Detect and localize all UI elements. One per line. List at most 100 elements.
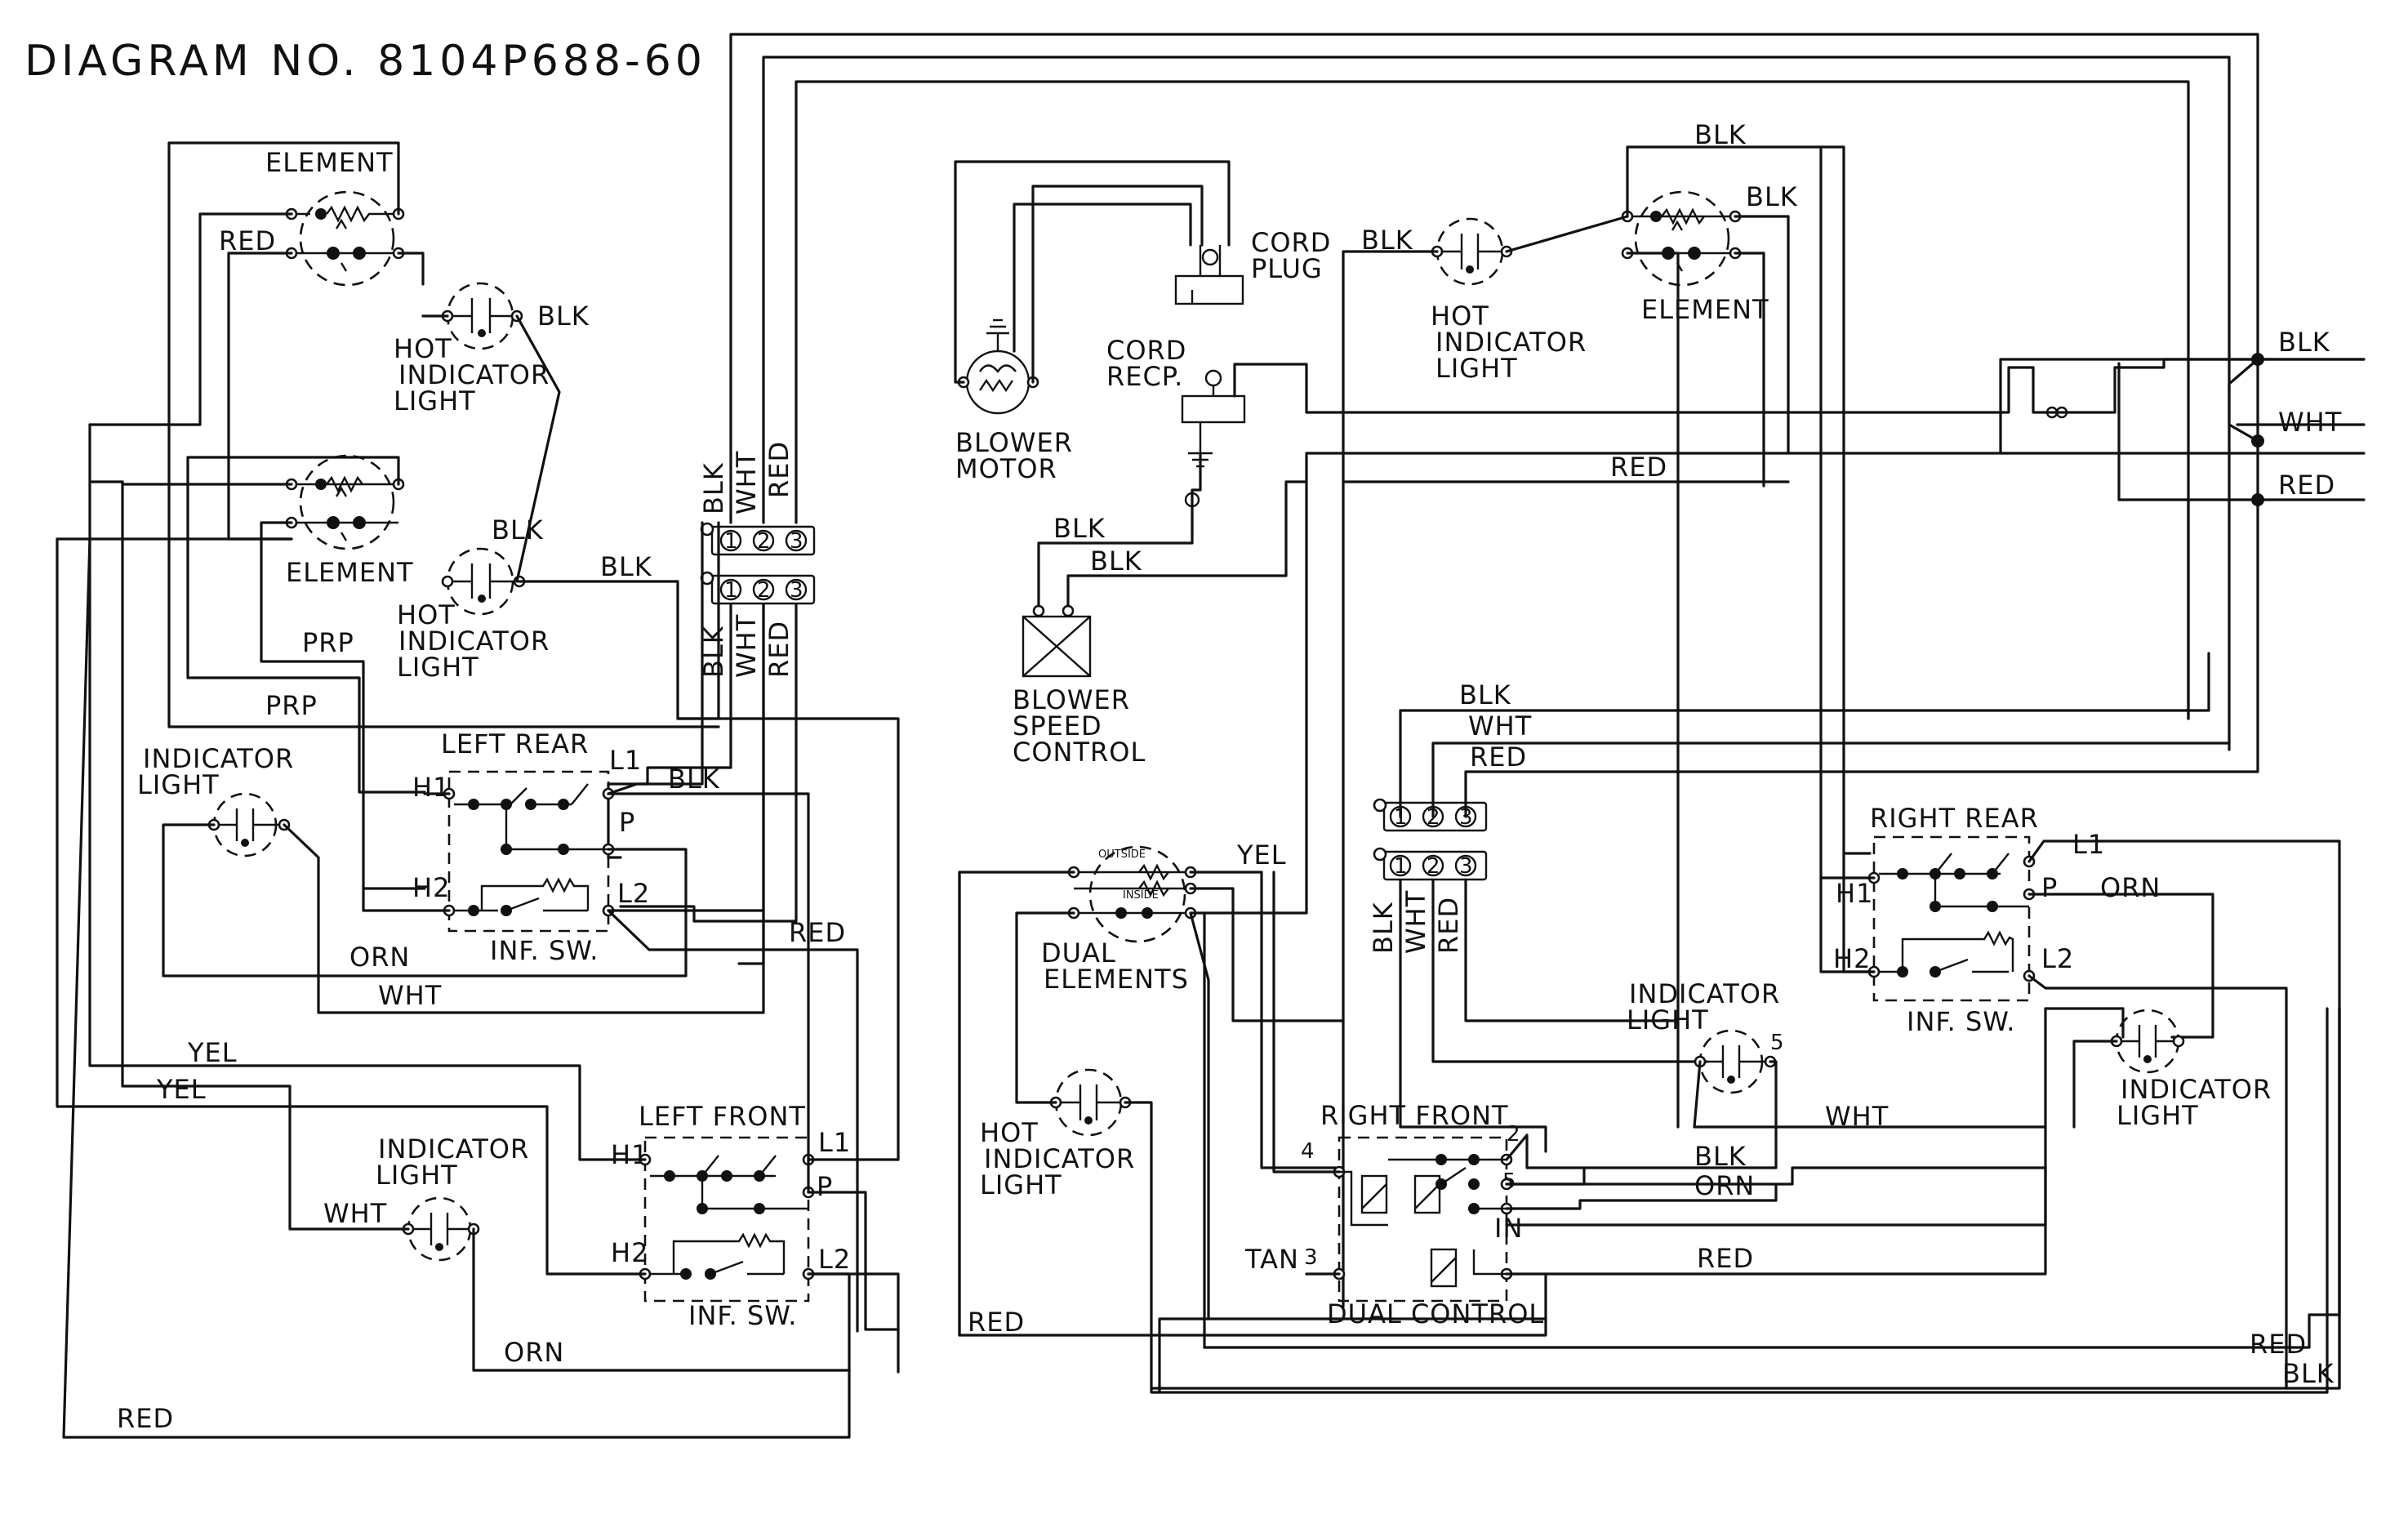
svg-text:INDICATOR: INDICATOR	[143, 743, 294, 774]
dual-element-wiring	[958, 480, 2341, 1394]
svg-text:INDICATOR: INDICATOR	[1629, 978, 1780, 1009]
svg-text:LIGHT: LIGHT	[2116, 1100, 2199, 1131]
svg-text:WHT: WHT	[1400, 890, 1431, 954]
svg-text:RECP.: RECP.	[1106, 361, 1183, 392]
svg-text:TAN: TAN	[1244, 1244, 1299, 1275]
svg-text:P: P	[2041, 872, 2058, 903]
svg-text:MOTOR: MOTOR	[955, 453, 1057, 484]
svg-text:LIGHT: LIGHT	[394, 385, 476, 416]
cord-plug: CORD PLUG	[1174, 227, 1331, 305]
svg-text:OUTSIDE: OUTSIDE	[1098, 848, 1146, 861]
left-rear-hot-blk: BLK	[537, 301, 590, 332]
svg-text:WHT: WHT	[731, 614, 762, 678]
svg-text:RED: RED	[117, 1403, 174, 1434]
svg-text:IN: IN	[1494, 1213, 1523, 1244]
svg-text:L2: L2	[818, 1244, 851, 1275]
svg-text:ORN: ORN	[1694, 1170, 1755, 1201]
svg-text:RED: RED	[789, 917, 846, 948]
svg-text:BLK: BLK	[2278, 327, 2330, 358]
left-wire-labels: PRP PRP BLK ORN WHT RED YEL YEL ORN RED	[117, 627, 846, 1434]
right-lower-wiring	[1158, 871, 2329, 1394]
right-front-switch: RIGHT FRONT DUAL CONTROL 4 3 TAN 2 5 IN	[1244, 1100, 1543, 1329]
left-front-element: ELEMENT BLK	[285, 454, 544, 588]
svg-text:RIGHT REAR: RIGHT REAR	[1870, 803, 2039, 834]
svg-text:CORD: CORD	[1251, 227, 1331, 258]
svg-text:1: 1	[1394, 805, 1408, 830]
svg-text:3: 3	[1304, 1245, 1318, 1270]
svg-text:3: 3	[790, 578, 803, 603]
svg-text:WHT: WHT	[2278, 407, 2342, 438]
svg-text:2: 2	[1427, 854, 1440, 879]
svg-text:5: 5	[1770, 1031, 1784, 1055]
svg-text:ORN: ORN	[2100, 872, 2161, 903]
svg-text:L1: L1	[2072, 829, 2105, 860]
svg-text:P: P	[619, 807, 635, 838]
blower-wiring	[954, 160, 2366, 608]
svg-text:1: 1	[724, 578, 738, 603]
right-rear-element-wiring	[1342, 145, 1872, 1308]
svg-text:HOT: HOT	[980, 1117, 1039, 1148]
svg-text:H2: H2	[412, 872, 450, 903]
svg-text:4: 4	[1301, 1139, 1315, 1164]
svg-text:ORN: ORN	[349, 942, 410, 973]
svg-text:BLK: BLK	[492, 514, 544, 546]
svg-text:BLK: BLK	[1053, 513, 1106, 544]
svg-text:3: 3	[1459, 805, 1473, 830]
left-switch-wiring	[56, 423, 900, 1439]
svg-text:LEFT FRONT: LEFT FRONT	[639, 1101, 806, 1132]
svg-text:RED: RED	[2250, 1329, 2307, 1360]
left-front-element-label: ELEMENT	[286, 557, 414, 588]
svg-text:ELEMENTS: ELEMENTS	[1044, 964, 1189, 995]
svg-text:2: 2	[1427, 805, 1440, 830]
svg-text:H2: H2	[611, 1237, 648, 1268]
right-rear-hot-light: BLK HOT INDICATOR LIGHT	[1361, 217, 1586, 384]
svg-text:BLOWER: BLOWER	[1013, 684, 1130, 715]
svg-text:INF. SW.: INF. SW.	[490, 935, 599, 966]
svg-text:RED: RED	[763, 441, 795, 498]
left-front-indicator-light: INDICATOR LIGHT WHT	[323, 1133, 529, 1262]
dual-hot-light: HOT INDICATOR LIGHT	[980, 1068, 1134, 1200]
svg-text:BLK: BLK	[1459, 679, 1511, 710]
svg-text:RED: RED	[1470, 742, 1527, 773]
svg-text:BLK: BLK	[2282, 1358, 2335, 1389]
svg-text:INDICATOR: INDICATOR	[2121, 1074, 2272, 1105]
svg-text:HOT: HOT	[1431, 301, 1489, 332]
svg-text:LEFT REAR: LEFT REAR	[441, 728, 589, 759]
svg-text:INDICATOR: INDICATOR	[398, 359, 550, 390]
blower-speed-control: BLOWER SPEED CONTROL BLK BLK	[1013, 513, 1146, 768]
svg-text:1: 1	[1394, 854, 1408, 879]
svg-text:DUAL: DUAL	[1041, 937, 1116, 969]
svg-text:WHT: WHT	[1468, 710, 1532, 742]
svg-text:2: 2	[757, 529, 771, 554]
svg-text:BLK: BLK	[600, 551, 652, 582]
svg-text:RIGHT FRONT: RIGHT FRONT	[1320, 1100, 1509, 1131]
svg-text:PLUG: PLUG	[1251, 253, 1323, 284]
center-terminal-block-upper: 1 2 3	[1373, 798, 1488, 832]
svg-text:INDICATOR: INDICATOR	[378, 1133, 529, 1165]
center-terminal-wiring	[1399, 879, 1708, 1153]
svg-text:L2: L2	[617, 878, 650, 909]
svg-text:ELEMENT: ELEMENT	[1641, 294, 1769, 325]
diagram-title: DIAGRAM NO. 8104P688-60	[24, 37, 706, 86]
svg-text:BLK: BLK	[1090, 546, 1142, 577]
top-bus-wires	[729, 33, 2259, 773]
right-rear-switch: RIGHT REAR INF. SW. H1 H2 L1 P L2 ORN	[1833, 803, 2161, 1037]
svg-text:BLK: BLK	[1694, 1141, 1747, 1172]
svg-text:LIGHT: LIGHT	[1627, 1004, 1709, 1035]
svg-text:L1: L1	[609, 745, 642, 776]
dual-elements: OUTSIDE INSIDE DUAL ELEMENTS YEL	[1041, 839, 1286, 995]
blower-motor: BLOWER MOTOR	[955, 318, 1072, 484]
svg-text:PRP: PRP	[265, 690, 318, 721]
svg-text:ORN: ORN	[504, 1337, 564, 1368]
svg-text:CORD: CORD	[1106, 335, 1186, 366]
svg-text:HOT: HOT	[394, 333, 452, 364]
svg-text:PRP: PRP	[302, 627, 354, 658]
svg-text:SPEED: SPEED	[1013, 710, 1102, 742]
svg-text:CONTROL: CONTROL	[1013, 737, 1146, 768]
center-indicator-light: INDICATOR LIGHT 5	[1627, 978, 1784, 1094]
svg-text:YEL: YEL	[187, 1037, 238, 1068]
bottom-enclosure-wires	[958, 871, 2341, 1394]
svg-text:BLK: BLK	[698, 462, 729, 514]
svg-text:2: 2	[757, 578, 771, 603]
